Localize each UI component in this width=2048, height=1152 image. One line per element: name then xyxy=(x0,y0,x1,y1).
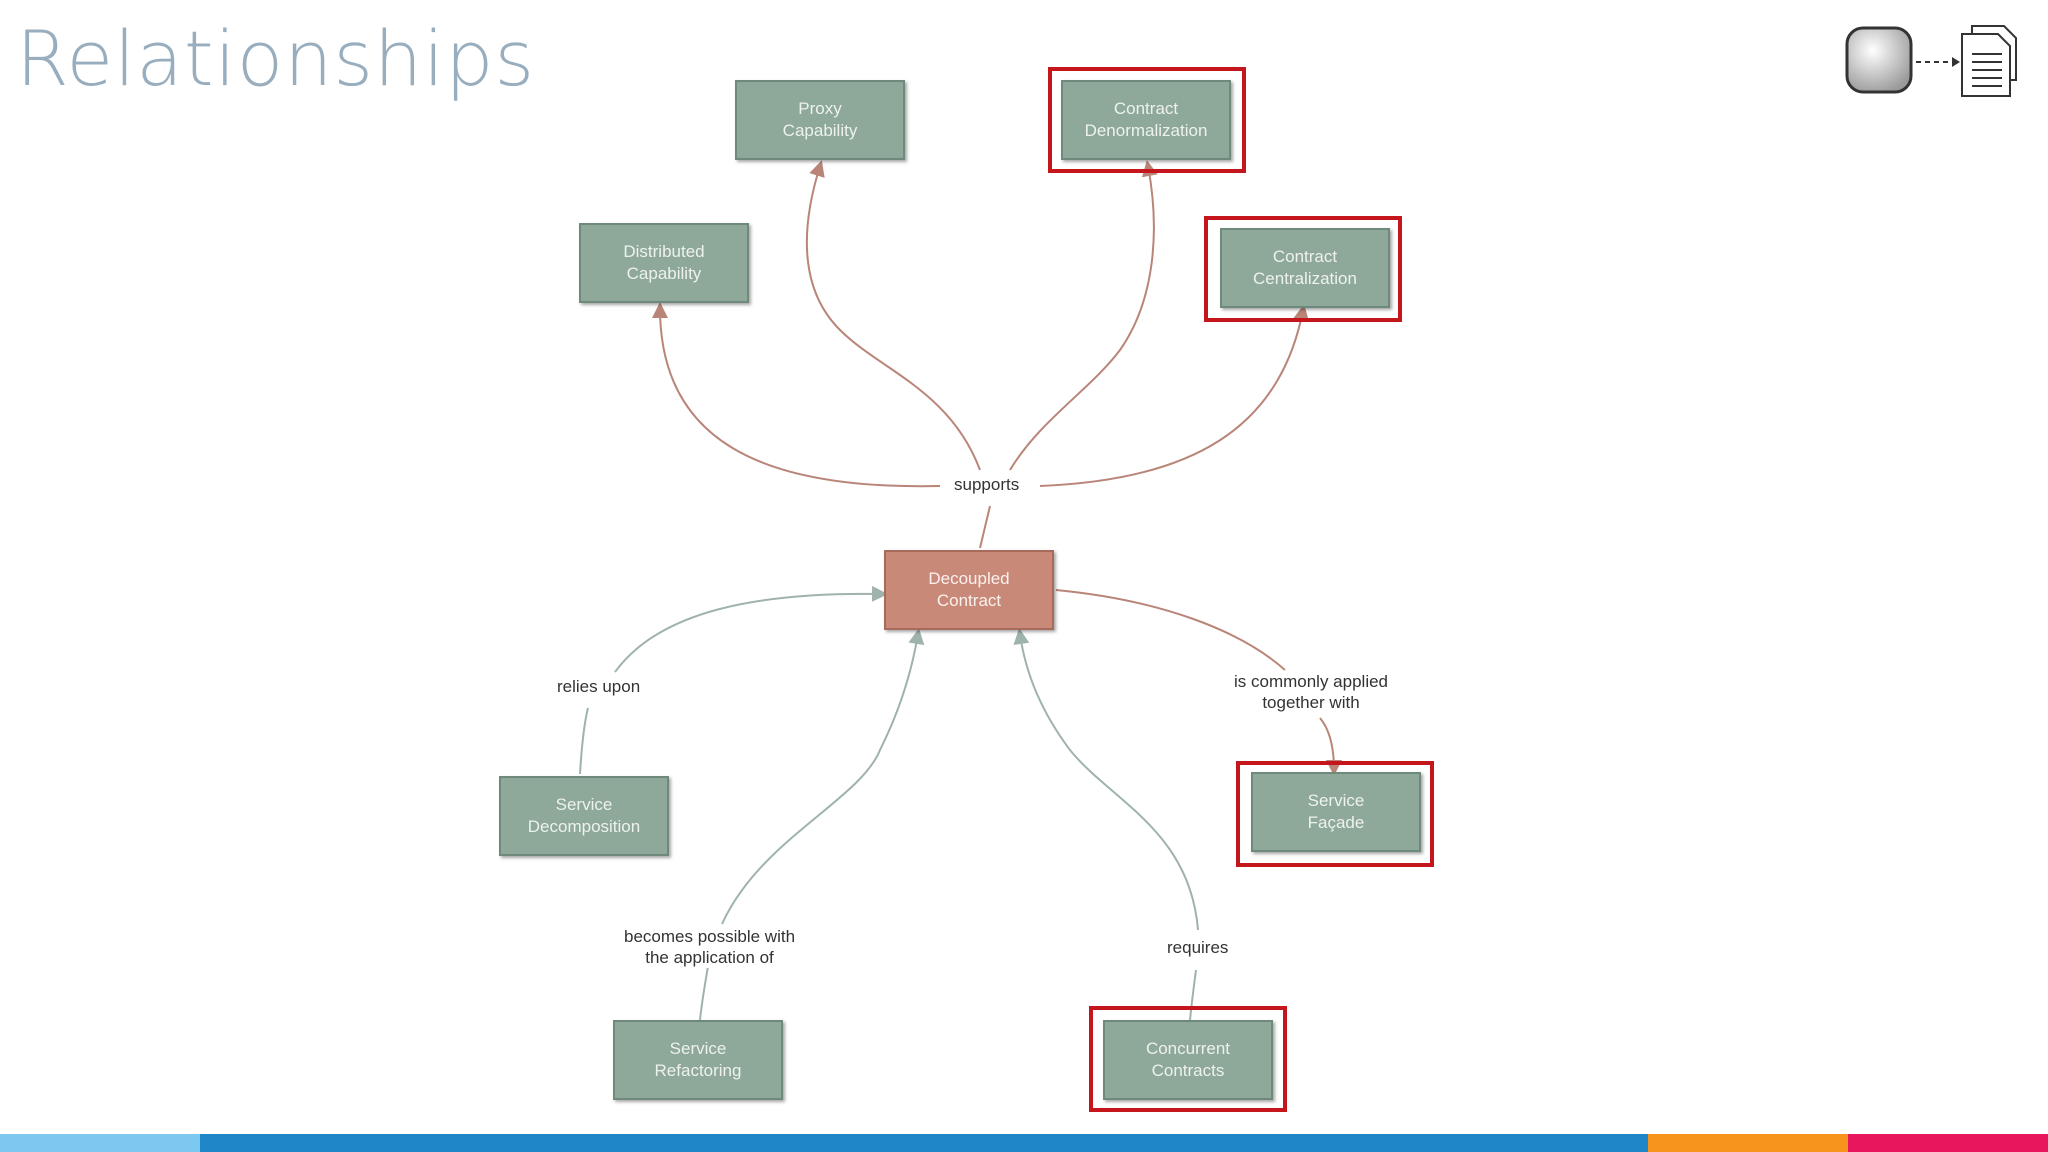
node-concurrent-contracts: Concurrent Contracts xyxy=(1103,1020,1273,1100)
bar-segment-light-blue xyxy=(0,1134,200,1152)
node-service-facade: Service Façade xyxy=(1251,772,1421,852)
node-contract-denormalization: Contract Denormalization xyxy=(1061,80,1231,160)
connector-decomp-relies xyxy=(579,707,589,775)
node-service-decomposition: Service Decomposition xyxy=(499,776,669,856)
highlight-box-denormalization xyxy=(1048,67,1246,173)
highlight-box-centralization xyxy=(1204,216,1402,322)
label-becomes-possible: becomes possible with the application of xyxy=(620,926,800,968)
connector-requires-decoupled xyxy=(1013,628,1199,931)
node-distributed-capability: Distributed Capability xyxy=(579,223,749,303)
label-requires: requires xyxy=(1163,937,1233,958)
connector-decoupled-applied xyxy=(1055,589,1286,671)
connector-supports-distributed xyxy=(652,302,941,488)
connector-concurrent-requires xyxy=(1189,969,1197,1021)
label-relies-upon: relies upon xyxy=(553,676,645,697)
highlight-box-concurrent xyxy=(1089,1006,1287,1112)
node-proxy-capability: Proxy Capability xyxy=(735,80,905,160)
connector-supports-proxy xyxy=(805,160,981,471)
connector-relies-decoupled xyxy=(614,585,888,673)
label-commonly-applied: is commonly applied together with xyxy=(1230,671,1393,713)
connector-refactor-becomes xyxy=(699,965,709,1021)
slide-title: Relationships xyxy=(16,14,536,103)
bar-segment-orange xyxy=(1648,1134,1848,1152)
bottom-color-bar xyxy=(0,1134,2048,1152)
label-supports: supports xyxy=(950,474,1024,495)
bar-segment-pink xyxy=(1848,1134,2048,1152)
highlight-box-facade xyxy=(1236,761,1434,867)
node-decoupled-contract: Decoupled Contract xyxy=(884,550,1054,630)
node-contract-centralization: Contract Centralization xyxy=(1220,228,1390,308)
connector-decoupled-supports xyxy=(979,505,991,549)
bar-segment-blue xyxy=(200,1134,1648,1152)
connector-becomes-decoupled xyxy=(721,628,925,925)
node-service-refactoring: Service Refactoring xyxy=(613,1020,783,1100)
connector-supports-central xyxy=(1039,304,1309,487)
contract-document-icon xyxy=(1844,20,2024,100)
connector-supports-denorm xyxy=(1009,160,1158,471)
